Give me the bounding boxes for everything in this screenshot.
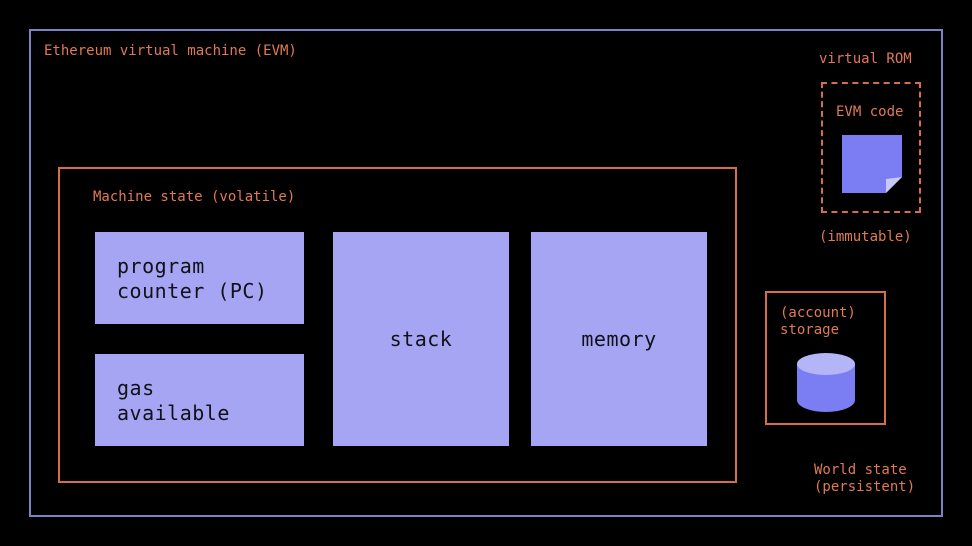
evm-frame (29, 29, 943, 517)
storage-label: (account) storage (780, 305, 856, 338)
evm-title: Ethereum virtual machine (EVM) (44, 43, 297, 59)
stack-label: stack (389, 326, 453, 351)
gas-available-block: gas available (95, 354, 304, 446)
evm-code-label: EVM code (836, 104, 904, 120)
machine-state-frame (58, 167, 737, 483)
world-state-label: World state (persistent) (814, 462, 916, 495)
immutable-label: (immutable) (819, 229, 912, 245)
machine-state-title: Machine state (volatile) (93, 189, 296, 205)
document-icon (842, 135, 902, 193)
virtual-rom-frame (821, 82, 921, 213)
memory-label: memory (581, 326, 657, 351)
stack-block: stack (333, 232, 509, 446)
virtual-rom-title: virtual ROM (819, 51, 912, 67)
database-icon (797, 353, 855, 412)
memory-block: memory (531, 232, 707, 446)
storage-frame (765, 291, 886, 425)
program-counter-block: program counter (PC) (95, 232, 304, 324)
